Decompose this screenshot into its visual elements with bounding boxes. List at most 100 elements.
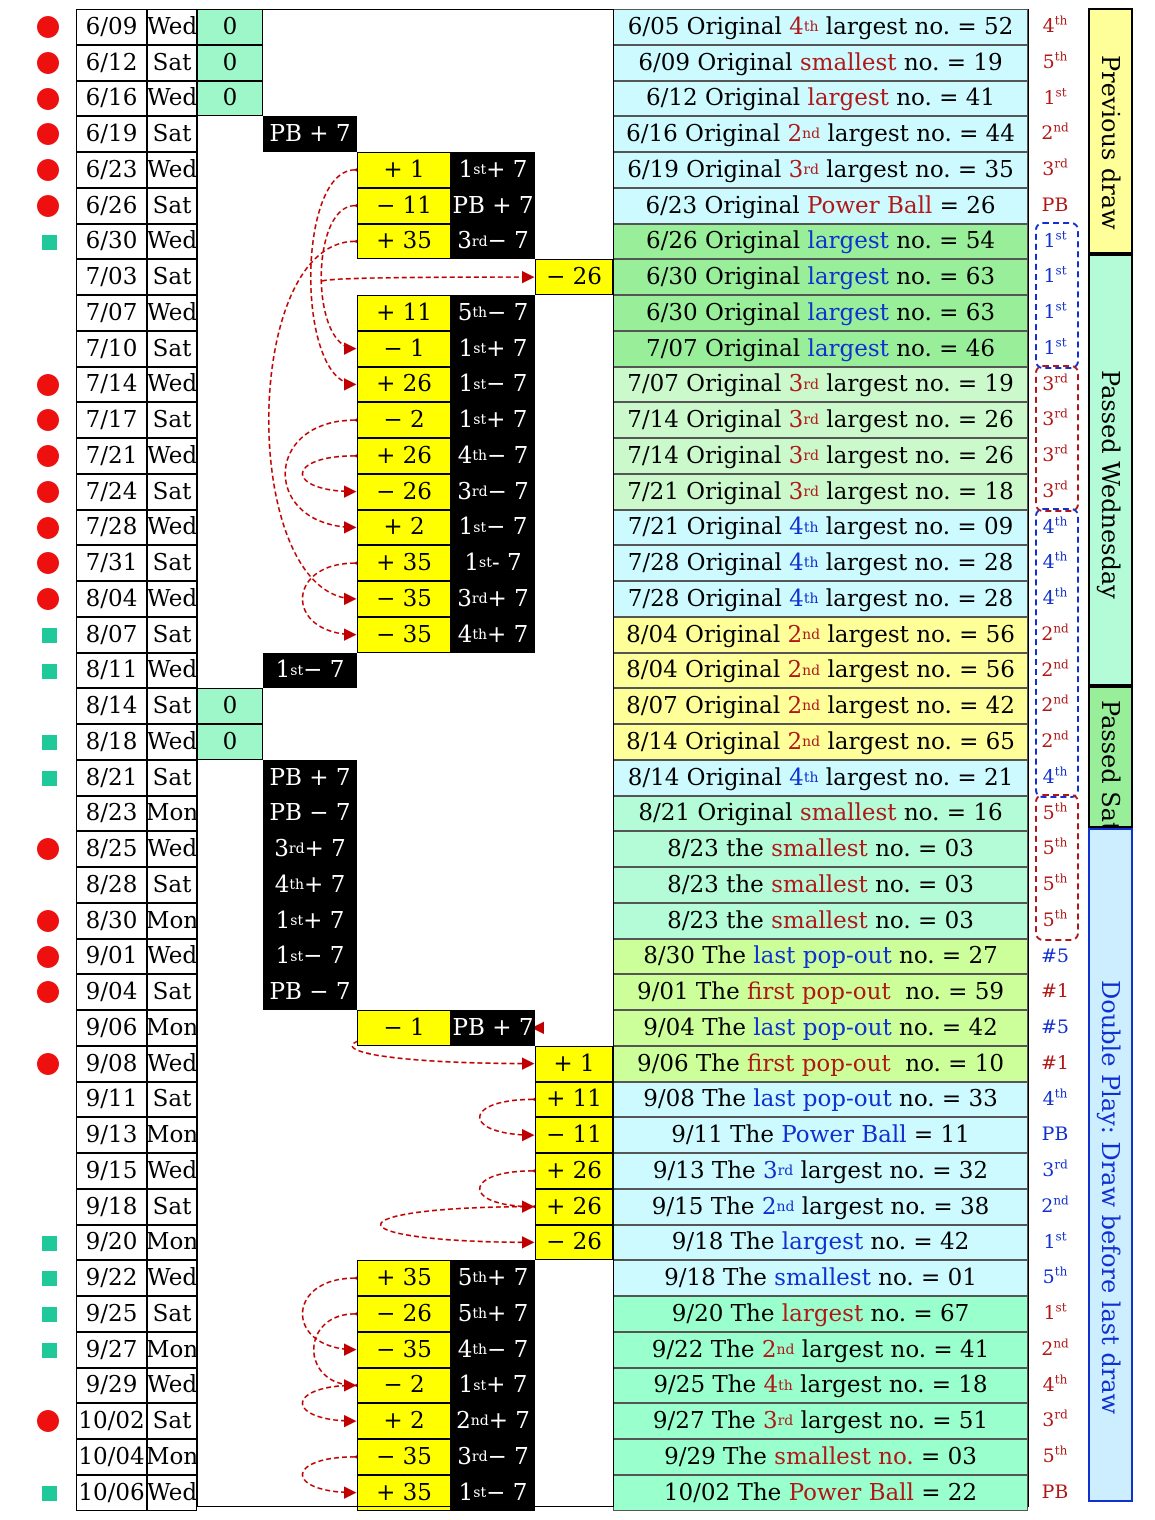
- red-dot-marker: [37, 910, 59, 932]
- day-cell: Wed: [147, 581, 197, 617]
- date-cell: 8/23: [76, 796, 147, 831]
- group-bracket: [1035, 222, 1079, 369]
- date-cell: 9/13: [76, 1117, 147, 1153]
- day-cell: Wed: [147, 1260, 197, 1296]
- date-cell: 6/23: [76, 152, 147, 188]
- day-cell: Sat: [147, 259, 197, 295]
- position-tag: 4th: [1042, 13, 1068, 37]
- day-cell: Wed: [147, 939, 197, 974]
- shift-yellow-cell: + 11: [535, 1082, 613, 1117]
- position-tag: 3rd: [1042, 406, 1068, 430]
- date-cell: 8/18: [76, 724, 147, 760]
- description-cell: 9/20 The largest no. = 67: [613, 1296, 1028, 1332]
- position-tag: 4th: [1042, 1372, 1068, 1396]
- date-cell: 8/11: [76, 653, 147, 688]
- position-tag: 4th: [1042, 514, 1068, 538]
- day-cell: Wed: [147, 653, 197, 688]
- red-dot-marker: [37, 588, 59, 610]
- day-cell: Sat: [147, 867, 197, 903]
- dashed-arrow: [301, 449, 367, 499]
- day-cell: Mon: [146, 1117, 198, 1153]
- day-cell: Mon: [146, 1332, 198, 1368]
- day-cell: Mon: [146, 1225, 198, 1260]
- position-tag: 1st: [1043, 1229, 1067, 1253]
- date-cell: 9/18: [76, 1189, 147, 1225]
- day-cell: Wed: [147, 367, 197, 402]
- shift-yellow-cell: + 35: [357, 224, 451, 259]
- day-cell: Wed: [147, 81, 197, 116]
- description-cell: 8/21 Original smallest no. = 16: [613, 796, 1028, 831]
- day-cell: Wed: [147, 295, 197, 331]
- day-cell: Wed: [147, 831, 197, 867]
- column-divider: [613, 9, 614, 1507]
- column-divider: [197, 9, 198, 1507]
- shift-yellow-cell: − 26: [535, 1225, 613, 1260]
- date-cell: 7/17: [76, 402, 147, 438]
- bottom-border: [197, 1506, 613, 1507]
- position-tag: 5th: [1042, 1443, 1068, 1467]
- day-cell: Wed: [147, 152, 197, 188]
- position-tag: 3rd: [1042, 371, 1068, 395]
- position-tag: 2nd: [1041, 1336, 1069, 1360]
- shift-yellow-cell: + 35: [357, 1260, 451, 1296]
- description-cell: 8/23 the smallest no. = 03: [613, 831, 1028, 867]
- passed-sat-panel: [1088, 686, 1133, 828]
- shift-yellow-cell: + 26: [357, 367, 451, 402]
- day-cell: Wed: [147, 724, 197, 760]
- day-cell: Sat: [147, 116, 197, 152]
- offset-black-cell: PB + 7: [263, 116, 357, 152]
- position-tag: 2nd: [1041, 621, 1069, 645]
- dashed-arrow: [301, 1450, 367, 1500]
- position-tag: 1st: [1043, 335, 1067, 359]
- description-cell: 6/23 Original Power Ball = 26: [613, 188, 1028, 224]
- shift-yellow-cell: − 1: [357, 331, 451, 367]
- date-cell: 7/28: [76, 510, 147, 545]
- day-cell: Sat: [147, 1082, 197, 1117]
- description-cell: 6/26 Original largest no. = 54: [613, 224, 1028, 259]
- date-cell: 6/16: [76, 81, 147, 116]
- double-play-label: Double Play: Draw before last draw: [1096, 980, 1124, 1415]
- description-cell: 9/01 The first pop-out no. = 59: [613, 974, 1028, 1010]
- zero-cell: 0: [197, 724, 263, 760]
- green-square-marker: [42, 1271, 57, 1286]
- green-square-marker: [42, 663, 57, 679]
- position-tag: 5th: [1042, 49, 1068, 73]
- dashed-arrow: [351, 1021, 545, 1071]
- green-square-marker: [42, 771, 57, 786]
- dashed-arrow: [301, 1271, 367, 1357]
- position-tag: 1st: [1043, 263, 1067, 287]
- dashed-arrow: [321, 270, 535, 284]
- passed-sat-label: Passed Sat: [1096, 700, 1124, 832]
- top-border: [263, 9, 535, 10]
- description-cell: 7/07 Original largest no. = 46: [613, 331, 1028, 367]
- position-tag: PB: [1041, 194, 1069, 216]
- position-tag: 5th: [1042, 871, 1068, 895]
- position-tag: 1st: [1043, 299, 1067, 323]
- green-square-marker: [42, 1343, 57, 1358]
- day-cell: Sat: [147, 760, 197, 796]
- red-dot-marker: [37, 516, 59, 539]
- day-cell: Sat: [147, 474, 197, 510]
- day-cell: Wed: [147, 438, 197, 474]
- shift-yellow-cell: − 35: [357, 617, 451, 653]
- shift-yellow-cell: + 35: [357, 545, 451, 581]
- shift-yellow-cell: + 26: [535, 1153, 613, 1189]
- day-cell: Wed: [147, 224, 197, 259]
- date-cell: 9/01: [76, 939, 147, 974]
- dashed-arrow: [312, 1307, 367, 1392]
